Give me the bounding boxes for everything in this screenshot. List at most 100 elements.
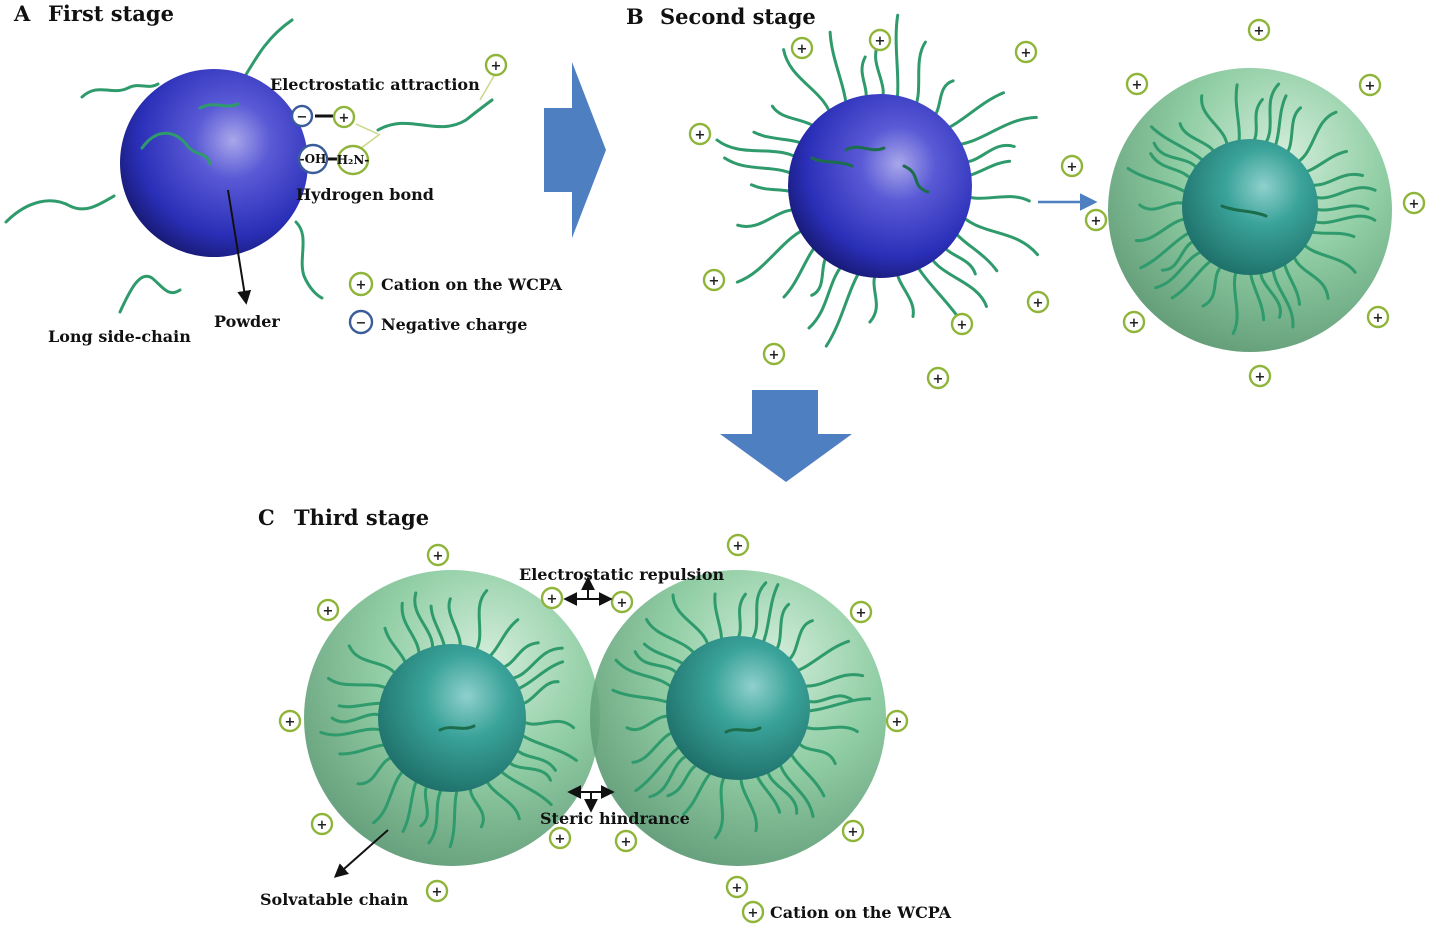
hydroxyl-group-icon bbox=[297, 143, 329, 175]
adsorbed-chain bbox=[844, 145, 886, 152]
side-chain bbox=[715, 138, 806, 164]
cation-icon: + bbox=[426, 543, 450, 567]
legend-cation-icon: + bbox=[348, 271, 374, 297]
side-chain bbox=[4, 194, 116, 224]
svg-text:+: + bbox=[617, 596, 628, 611]
stage-c-letter: C bbox=[258, 505, 275, 530]
stage-b-cations: + + + + + + + + + + bbox=[688, 28, 1084, 390]
cation-icon: + bbox=[310, 812, 334, 836]
amine-group-icon bbox=[336, 144, 370, 176]
cation-icon: + bbox=[540, 586, 564, 610]
cation-icon: + bbox=[688, 122, 712, 146]
svg-text:+: + bbox=[317, 818, 328, 833]
legend: + Cation on the WCPA − Negative charge bbox=[348, 271, 563, 335]
adsorbed-chain bbox=[810, 156, 854, 168]
cation-icon: + bbox=[790, 36, 814, 60]
svg-text:+: + bbox=[323, 604, 334, 619]
arrow-right-icon bbox=[544, 62, 606, 238]
svg-text:+: + bbox=[1373, 311, 1384, 326]
powder-particle bbox=[120, 69, 308, 257]
svg-text:+: + bbox=[339, 111, 350, 126]
adsorbed-chain bbox=[198, 102, 240, 110]
side-chain bbox=[118, 274, 182, 314]
adsorbed-chain bbox=[1220, 204, 1268, 218]
side-chain bbox=[824, 262, 866, 348]
side-chain bbox=[954, 208, 1039, 257]
legend-minus-sign: − bbox=[356, 316, 367, 331]
svg-text:+: + bbox=[1365, 79, 1376, 94]
stage-b: B Second stage ++++++++++ ++++++++ bbox=[626, 4, 1426, 390]
svg-text:+: + bbox=[797, 42, 808, 57]
stage-c-cations: ++++++++++++++ bbox=[278, 533, 909, 903]
cation-icon: + bbox=[610, 590, 634, 614]
svg-text:+: + bbox=[957, 318, 968, 333]
legend-cation-label: Cation on the WCPA bbox=[381, 275, 563, 294]
svg-text:+: + bbox=[1067, 160, 1078, 175]
svg-text:+: + bbox=[621, 835, 632, 850]
coated-core bbox=[1182, 139, 1318, 275]
solvatable-chain-label: Solvatable chain bbox=[260, 890, 409, 909]
cation-icon: + bbox=[926, 366, 950, 390]
side-chain bbox=[80, 82, 160, 99]
svg-text:+: + bbox=[547, 592, 558, 607]
adsorbed-chain bbox=[140, 131, 212, 166]
cation-icon: + bbox=[726, 533, 750, 557]
cation-icon: + bbox=[702, 268, 726, 292]
cation-icon: + bbox=[332, 105, 356, 129]
side-chain bbox=[925, 249, 988, 308]
cation-icon: + bbox=[1026, 290, 1050, 314]
cation-icon: + bbox=[548, 826, 572, 850]
svg-text:+: + bbox=[892, 715, 903, 730]
tether-line bbox=[355, 123, 379, 135]
svg-text:+: + bbox=[1132, 78, 1143, 93]
stage-a: A First stage − + -OH H₂N- bbox=[4, 1, 563, 346]
cation-icon: + bbox=[841, 819, 865, 843]
cation-legend-icon: + bbox=[741, 900, 765, 924]
steric-hindrance-label: Steric hindrance bbox=[540, 809, 690, 828]
tether-line bbox=[479, 75, 495, 101]
stage-c: C Third stage ++++++++++++++ Electrostat… bbox=[258, 505, 952, 924]
adsorbed-chain bbox=[902, 164, 930, 194]
svg-text:+: + bbox=[856, 606, 867, 621]
svg-text:+: + bbox=[555, 832, 566, 847]
coated-core-left bbox=[378, 644, 526, 792]
stage-b-shell-cations: ++++++++ bbox=[1084, 18, 1426, 388]
stage-a-letter: A bbox=[13, 1, 31, 26]
adsorbed-chain bbox=[724, 726, 762, 734]
side-chain bbox=[828, 30, 849, 115]
solvatable-chain-arrow bbox=[333, 829, 389, 878]
electrostatic-attraction-label: Electrostatic attraction bbox=[270, 75, 480, 94]
cation-icon: + bbox=[278, 709, 302, 733]
svg-text:+: + bbox=[848, 825, 859, 840]
stage-a-title: First stage bbox=[48, 1, 174, 26]
svg-text:+: + bbox=[356, 278, 367, 293]
cation-icon: + bbox=[1060, 154, 1084, 178]
amine-label: H₂N- bbox=[337, 153, 370, 167]
svg-text:+: + bbox=[1255, 370, 1266, 385]
svg-text:+: + bbox=[1033, 296, 1044, 311]
powder-pointer-arrow bbox=[227, 189, 252, 305]
side-chain bbox=[947, 115, 1038, 148]
coated-core-right bbox=[666, 636, 810, 780]
cation-icon: + bbox=[1247, 18, 1271, 42]
svg-text:+: + bbox=[875, 34, 886, 49]
stage-b-letter: B bbox=[626, 4, 644, 29]
cation-icon: + bbox=[1358, 73, 1382, 97]
cation-icon: + bbox=[1366, 305, 1390, 329]
cation-icon: + bbox=[849, 600, 873, 624]
side-chain bbox=[782, 48, 835, 123]
cation-icon: + bbox=[1014, 40, 1038, 64]
svg-text:+: + bbox=[1254, 24, 1265, 39]
cation-icon: + bbox=[885, 709, 909, 733]
long-side-chain-label: Long side-chain bbox=[48, 327, 191, 346]
legend-negative-label: Negative charge bbox=[381, 315, 527, 334]
side-chain bbox=[294, 220, 324, 300]
cation-icon: + bbox=[725, 875, 749, 899]
electrostatic-repulsion-label: Electrostatic repulsion bbox=[519, 565, 725, 584]
cation-icon: + bbox=[950, 312, 974, 336]
svg-text:+: + bbox=[709, 274, 720, 289]
cation-icon: + bbox=[762, 342, 786, 366]
svg-text:+: + bbox=[933, 372, 944, 387]
svg-text:+: + bbox=[1409, 197, 1420, 212]
